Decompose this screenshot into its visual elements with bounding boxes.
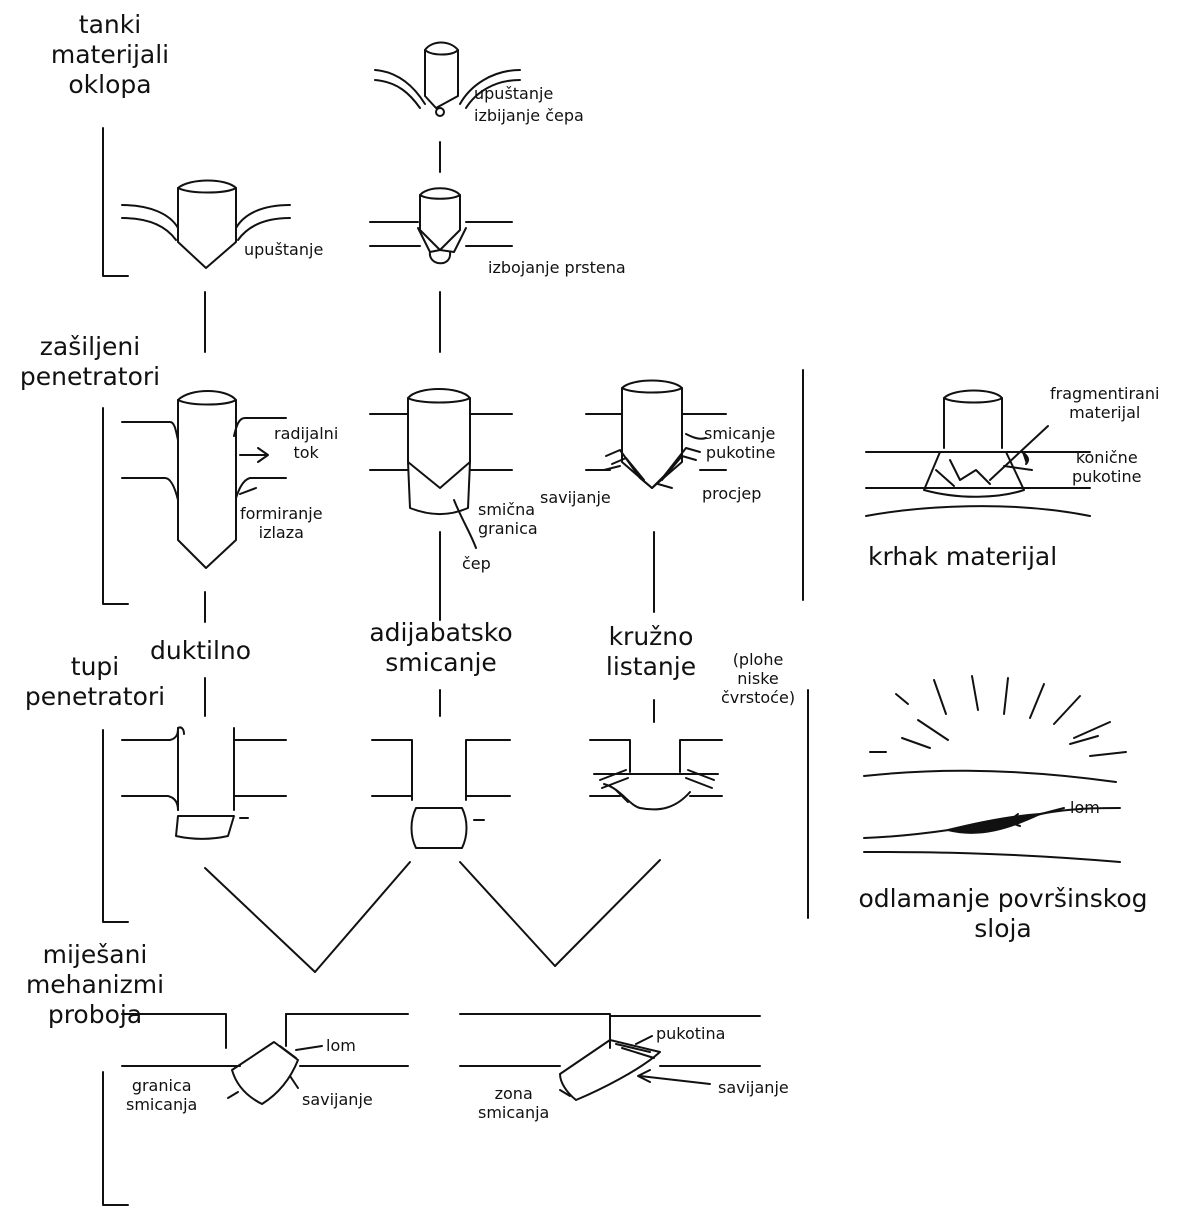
mechanism-spalling-line-2: sloja xyxy=(974,914,1032,943)
annotation-shear-boundary-line-2: granica xyxy=(478,519,538,539)
annotation-fracture-spall: lom xyxy=(1070,798,1100,817)
category-blunt-line-2: penetratori xyxy=(24,682,166,711)
mechanism-circular-line-2: listanje xyxy=(605,652,697,681)
category-thin-armor-line-3: oklopa xyxy=(68,70,152,99)
category-mixed-line-1: miješani xyxy=(42,940,148,969)
annotation-ring-ejection: izbojanje prstena xyxy=(488,258,626,277)
annotation-shear-boundary-2: granica smicanja xyxy=(126,1076,197,1114)
annotation-crack: pukotina xyxy=(656,1024,726,1043)
category-mixed-line-2: mehanizmi xyxy=(25,970,165,999)
mechanism-low-strength-line-1: (plohe xyxy=(732,650,784,669)
blunt-ductile-figure xyxy=(121,726,287,840)
mechanism-spalling-line-1: odlamanje površinskog xyxy=(858,884,1148,913)
annotation-shear-boundary-line-1: smična xyxy=(478,500,536,519)
annotation-plug: čep xyxy=(462,554,491,573)
annotation-plug-ejection: izbijanje čepa xyxy=(474,106,584,125)
annotation-bending-mixed-2: savijanje xyxy=(718,1078,789,1097)
mechanism-low-strength-line-2: niske xyxy=(737,669,779,689)
annotation-radial-flow-line-1: radijalni xyxy=(274,424,339,443)
annotation-dishing: upuštanje xyxy=(474,84,554,103)
annotation-shear-cracks-line-2: pukotine xyxy=(705,443,776,463)
annotation-conical-cracks: konične pukotine xyxy=(1072,448,1141,486)
annotation-fracture-mixed: lom xyxy=(326,1036,356,1055)
ring-ejection-figure xyxy=(369,187,513,265)
annotation-shear-cracks: smicanje pukotine xyxy=(704,424,775,462)
pointed-ductile-figure xyxy=(121,390,287,569)
blunt-adiabatic-figure xyxy=(371,739,511,849)
annotation-dishing-2: upuštanje xyxy=(244,240,324,259)
mechanism-brittle: krhak materijal xyxy=(868,542,1058,571)
blunt-petalling-figure xyxy=(589,739,723,811)
mechanism-low-strength-line-3: čvrstoće) xyxy=(720,688,796,708)
category-thin-armor-line-1: tanki xyxy=(78,10,142,39)
category-thin-armor: tanki materijali oklopa xyxy=(50,10,170,100)
annotation-bending-mixed-1: savijanje xyxy=(302,1090,373,1109)
annotation-bending: savijanje xyxy=(540,488,611,507)
annotation-fragmented-line-2: materijal xyxy=(1069,403,1141,423)
annotation-exit-forming-line-1: formiranje xyxy=(240,504,323,523)
bracket-mixed xyxy=(102,1071,129,1206)
thin-plug-ejection-figure xyxy=(374,41,521,117)
mechanism-spalling: odlamanje površinskog sloja xyxy=(838,884,1168,944)
annotation-fragmented: fragmentirani materijal xyxy=(1050,384,1159,422)
bracket-pointed xyxy=(102,407,129,605)
category-blunt: tupi penetratori xyxy=(10,652,180,712)
category-mixed-line-3: proboja xyxy=(47,1000,143,1029)
annotation-exit-forming-line-2: izlaza xyxy=(258,523,304,543)
annotation-fragmented-line-1: fragmentirani xyxy=(1050,384,1160,403)
category-pointed-line-1: zašiljeni xyxy=(39,332,141,361)
mechanism-adiabatic: adijabatsko smicanje xyxy=(356,618,526,678)
annotation-gap: procjep xyxy=(702,484,762,503)
mechanism-circular-line-1: kružno xyxy=(608,622,694,651)
pointed-petalling-figure xyxy=(585,379,727,489)
mechanism-ductile: duktilno xyxy=(150,636,252,665)
category-thin-armor-line-2: materijali xyxy=(50,40,170,69)
annotation-shear-zone: zona smicanja xyxy=(478,1084,549,1122)
annotation-conical-cracks-line-1: konične xyxy=(1075,448,1138,467)
category-pointed-line-2: penetratori xyxy=(19,362,161,391)
category-blunt-line-1: tupi xyxy=(70,652,120,681)
mixed-figure-2 xyxy=(459,1013,761,1101)
annotation-exit-forming: formiranje izlaza xyxy=(240,504,323,542)
annotation-radial-flow-line-2: tok xyxy=(293,443,319,463)
brittle-figure xyxy=(865,389,1091,517)
annotation-shear-cracks-line-1: smicanje xyxy=(704,424,776,443)
category-pointed: zašiljeni penetratori xyxy=(10,332,170,392)
category-mixed: miješani mehanizmi proboja xyxy=(20,940,170,1030)
spalling-figure xyxy=(863,675,1127,863)
bracket-thin-armor xyxy=(102,127,129,277)
mixed-figure-1 xyxy=(121,1013,409,1105)
mechanism-circular: kružno listanje xyxy=(596,622,706,682)
column-connectors xyxy=(204,141,661,973)
annotation-shear-zone-line-1: zona xyxy=(494,1084,533,1103)
mechanism-adiabatic-line-2: smicanje xyxy=(385,648,497,677)
mechanism-adiabatic-line-1: adijabatsko xyxy=(369,618,513,647)
annotation-conical-cracks-line-2: pukotine xyxy=(1072,467,1142,487)
annotation-radial-flow: radijalni tok xyxy=(274,424,338,462)
annotation-shear-zone-line-2: smicanja xyxy=(478,1103,550,1123)
bracket-blunt xyxy=(102,729,129,923)
mechanism-low-strength: (plohe niske čvrstoće) xyxy=(712,650,804,708)
annotation-shear-boundary: smična granica xyxy=(478,500,538,538)
thin-dishing-figure xyxy=(121,179,291,269)
annotation-shear-boundary-2-line-1: granica xyxy=(131,1076,192,1095)
pointed-adiabatic-figure xyxy=(369,388,513,549)
annotation-shear-boundary-2-line-2: smicanja xyxy=(126,1095,198,1115)
